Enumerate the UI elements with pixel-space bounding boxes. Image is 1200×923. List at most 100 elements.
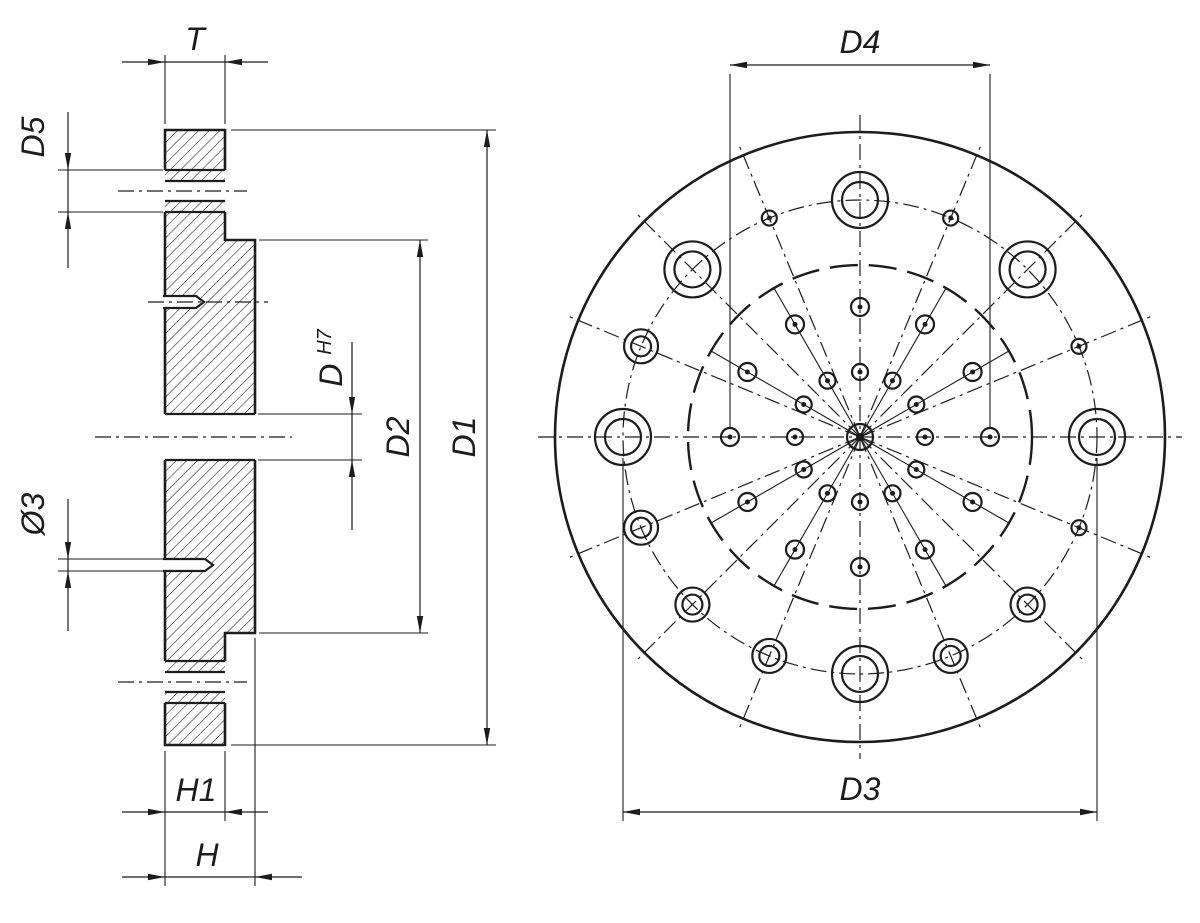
rim-hole-top-part bbox=[165, 170, 225, 181]
rim-hole-top-part bbox=[165, 201, 225, 212]
outer-hole-small bbox=[1070, 519, 1088, 537]
outer-hole-large-inner bbox=[673, 250, 712, 289]
section-hatching-part bbox=[165, 130, 225, 170]
dimension-d1-part bbox=[483, 130, 491, 147]
side-hole-upper bbox=[148, 294, 268, 310]
mid-hole-dot bbox=[857, 304, 863, 310]
outer-hole-small bbox=[942, 209, 960, 227]
radial-centerline bbox=[859, 436, 1155, 560]
plate-outline-circle bbox=[553, 130, 1167, 744]
hidden-feature-circle bbox=[686, 263, 1034, 611]
outer-hole-medium-inner bbox=[629, 516, 653, 539]
inner-hole-dot bbox=[913, 467, 919, 472]
dim-label-bore-sup: H7 bbox=[314, 328, 336, 354]
outer-hole-medium bbox=[1009, 586, 1046, 623]
radial-centerline bbox=[634, 211, 861, 438]
section-hatching-part bbox=[165, 212, 225, 240]
section-hatching-part bbox=[165, 703, 225, 745]
dimension-dia3-part bbox=[64, 542, 72, 559]
inner-hole-dot bbox=[857, 499, 863, 505]
rim-hole-bottom-part bbox=[165, 692, 225, 703]
mid-hole-dot bbox=[792, 547, 798, 553]
outer-hole-medium-inner bbox=[1016, 593, 1039, 616]
dimension-d2-part bbox=[416, 616, 424, 633]
radial-centerline bbox=[859, 436, 1086, 663]
dimension-dia3: Ø3 bbox=[15, 492, 163, 631]
dimension-h: H bbox=[122, 638, 302, 886]
outer-hole-large bbox=[998, 240, 1057, 299]
inner-hole-dot bbox=[913, 402, 919, 407]
dim-label-dia3: Ø3 bbox=[15, 492, 51, 536]
mid-hole bbox=[737, 491, 758, 513]
dimension-bore-part bbox=[348, 460, 356, 477]
mid-hole-dot bbox=[727, 434, 733, 440]
mid-hole-dot bbox=[744, 499, 750, 505]
bolt-circle-centerline bbox=[622, 199, 1098, 675]
outer-hole-medium bbox=[751, 637, 788, 675]
mid-hole bbox=[962, 491, 983, 513]
mid-hole bbox=[914, 314, 936, 335]
mid-hole-dot bbox=[744, 369, 750, 375]
outer-hole-medium bbox=[622, 328, 660, 365]
dim-label-d5: D5 bbox=[15, 116, 51, 157]
mid-hole-dot bbox=[792, 321, 798, 327]
side-hole-lower bbox=[163, 557, 215, 573]
inner-hole bbox=[850, 362, 870, 382]
inner-hole-dot bbox=[890, 378, 895, 384]
outer-hole-medium bbox=[674, 586, 711, 623]
outer-hole-small bbox=[1070, 337, 1088, 355]
dim-label-bore-base: D bbox=[313, 364, 349, 387]
dimension-d2: D2 bbox=[259, 239, 428, 634]
dim-label-d4: D4 bbox=[840, 24, 881, 60]
hole-center-dot bbox=[1076, 343, 1082, 349]
outer-hole-medium-inner bbox=[681, 593, 704, 616]
section-outline bbox=[163, 128, 257, 747]
radial-centerline bbox=[737, 142, 861, 438]
spoke-line bbox=[859, 287, 947, 438]
mid-hole bbox=[784, 539, 806, 560]
dim-label-bore: D H7 bbox=[313, 328, 349, 386]
inner-hole bbox=[883, 371, 902, 390]
dimension-d1: D1 bbox=[231, 129, 496, 746]
dimension-d5-part bbox=[64, 153, 72, 170]
mid-hole bbox=[784, 314, 806, 335]
outer-hole-medium bbox=[622, 509, 660, 546]
dimension-d3: D3 bbox=[622, 458, 1098, 821]
hole-center-dot bbox=[766, 215, 772, 221]
inner-hole bbox=[794, 395, 813, 414]
radial-centerline bbox=[859, 436, 983, 732]
dim-label-h1: H1 bbox=[176, 772, 217, 808]
radial-centerline bbox=[859, 142, 983, 438]
inner-hole bbox=[907, 395, 926, 414]
inner-hole bbox=[883, 484, 902, 503]
dimension-d1-part bbox=[483, 728, 491, 745]
dim-label-d2: D2 bbox=[380, 416, 416, 457]
dimension-h-part bbox=[148, 873, 165, 881]
mid-hole-dot bbox=[922, 321, 928, 327]
mid-hole bbox=[849, 296, 871, 318]
dimension-d5-part bbox=[64, 212, 72, 229]
dimension-d5: D5 bbox=[15, 112, 163, 268]
center-hole bbox=[845, 422, 875, 452]
spoke-line bbox=[710, 350, 861, 438]
radial-centerline bbox=[565, 314, 861, 438]
radial-centerline bbox=[565, 436, 861, 560]
hole-center-dot bbox=[948, 215, 954, 221]
outer-hole-large-inner bbox=[1008, 250, 1047, 289]
dimension-dia3-part bbox=[64, 571, 72, 588]
spoke-line bbox=[773, 436, 861, 587]
outer-hole-large-inner bbox=[603, 417, 643, 457]
dimension-d3-part bbox=[623, 808, 640, 816]
dimension-h1-part bbox=[148, 808, 165, 816]
inner-hole bbox=[850, 492, 870, 512]
outer-hole-small bbox=[760, 209, 778, 227]
inner-hole-dot bbox=[801, 467, 807, 472]
dimension-t-part bbox=[225, 58, 242, 66]
inner-hole bbox=[818, 484, 837, 503]
outer-hole-large-inner bbox=[1077, 417, 1117, 457]
mid-hole-dot bbox=[970, 369, 976, 375]
dim-label-h: H bbox=[195, 837, 219, 873]
rim-hole-bottom bbox=[118, 659, 247, 705]
